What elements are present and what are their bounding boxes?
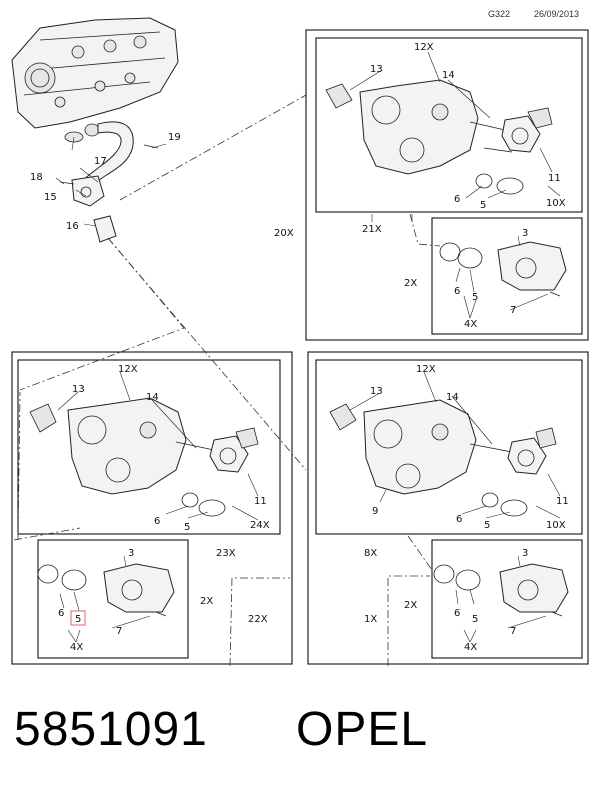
leader-lines: [55, 51, 561, 643]
callout-2x: 2X: [200, 596, 213, 607]
callout-12x: 12X: [416, 364, 436, 375]
callout-20x: 20X: [274, 228, 294, 239]
brand-name: OPEL: [296, 703, 429, 756]
callout-6-sub: 6: [58, 608, 64, 619]
diagram-code: G322: [488, 9, 511, 19]
callout-5: 5: [484, 520, 490, 531]
upper-right-panel: [305, 29, 589, 341]
callout-4x: 4X: [464, 319, 477, 330]
callout-13: 13: [370, 386, 383, 397]
callout-14: 14: [146, 392, 159, 403]
callout-10x: 10X: [546, 198, 566, 209]
callout-4x: 4X: [464, 642, 477, 653]
exploded-parts-diagram: 17 19 18 15 16 12X 13 14 11 10X 6 5 21X …: [11, 17, 589, 667]
callout-5: 5: [480, 200, 486, 211]
callout-21x: 21X: [362, 224, 382, 235]
callout-2x: 2X: [404, 600, 417, 611]
callout-3: 3: [522, 228, 528, 239]
callout-6: 6: [456, 514, 462, 525]
diagram-date: 26/09/2013: [534, 9, 580, 19]
highlighted-part-box: [70, 610, 86, 626]
callout-1x: 1X: [364, 614, 377, 625]
callout-10x: 10X: [546, 520, 566, 531]
callout-5-sub: 5: [472, 614, 478, 625]
callout-2x: 2X: [404, 278, 417, 289]
callout-24x: 24X: [250, 520, 270, 531]
callout-18: 18: [30, 172, 43, 183]
callout-12x: 12X: [414, 42, 434, 53]
callout-5: 5: [184, 522, 190, 533]
callout-3: 3: [522, 548, 528, 559]
callout-11: 11: [548, 173, 561, 184]
callout-13: 13: [370, 64, 383, 75]
callout-8x: 8X: [364, 548, 377, 559]
callout-16: 16: [66, 221, 79, 232]
callout-19: 19: [168, 132, 181, 143]
callout-5-sub: 5: [472, 292, 478, 303]
callout-7: 7: [510, 626, 516, 637]
callout-17: 17: [94, 156, 107, 167]
callout-14: 14: [442, 70, 455, 81]
callout-labels: 17 19 18 15 16 12X 13 14 11 10X 6 5 21X …: [30, 42, 569, 653]
callout-7: 7: [116, 626, 122, 637]
callout-5-highlighted: 5: [75, 614, 81, 625]
callout-6: 6: [454, 194, 460, 205]
callout-3: 3: [128, 548, 134, 559]
callout-11: 11: [556, 496, 569, 507]
lower-left-panel: [11, 351, 293, 665]
callout-22x: 22X: [248, 614, 268, 625]
callout-11: 11: [254, 496, 267, 507]
callout-23x: 23X: [216, 548, 236, 559]
lower-right-panel: [307, 351, 589, 665]
egr-tube-illustration: [59, 121, 159, 243]
callout-6-sub: 6: [454, 286, 460, 297]
callout-6: 6: [154, 516, 160, 527]
callout-13: 13: [72, 384, 85, 395]
part-number: 5851091: [14, 703, 208, 756]
callout-6-sub: 6: [454, 608, 460, 619]
callout-15: 15: [44, 192, 57, 203]
callout-7: 7: [510, 305, 516, 316]
callout-12x: 12X: [118, 364, 138, 375]
callout-4x: 4X: [70, 642, 83, 653]
callout-9: 9: [372, 506, 378, 517]
callout-14: 14: [446, 392, 459, 403]
connection-lines: [13, 94, 441, 667]
engine-block-illustration: [11, 17, 179, 129]
